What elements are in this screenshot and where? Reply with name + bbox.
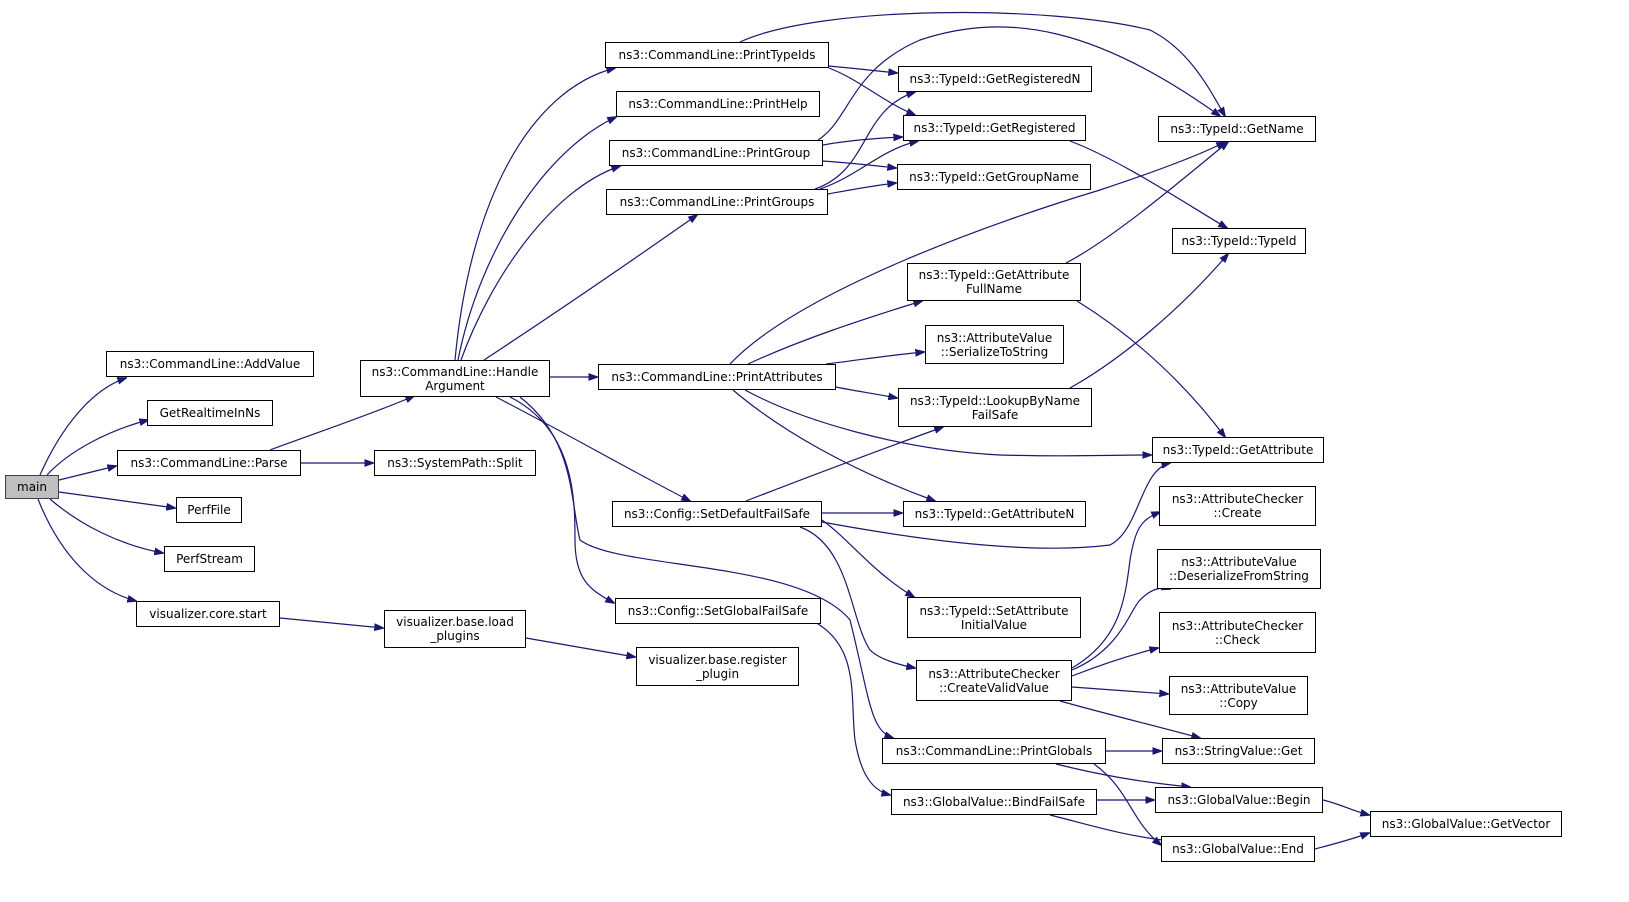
- node-getrealtimeinns[interactable]: GetRealtimeInNs: [147, 400, 273, 426]
- edge-printglobals-gvend: [1093, 763, 1161, 845]
- edge-printattributes-lookupbyname: [835, 386, 897, 398]
- node-config-setglobalfailsafe[interactable]: ns3::Config::SetGlobalFailSafe: [615, 598, 821, 624]
- node-commandline-printgroups[interactable]: ns3::CommandLine::PrintGroups: [606, 189, 828, 215]
- edge-main-perfstream: [49, 498, 163, 553]
- node-perfstream[interactable]: PerfStream: [164, 546, 255, 572]
- edge-printattributes-serializetostring: [825, 352, 924, 365]
- node-typeid-getname[interactable]: ns3::TypeId::GetName: [1158, 116, 1316, 142]
- edge-setglobalfs-bindfailsafe: [817, 623, 890, 795]
- edge-printattributes-getattributen: [732, 389, 935, 501]
- node-globalvalue-begin[interactable]: ns3::GlobalValue::Begin: [1155, 787, 1323, 813]
- node-systempath-split[interactable]: ns3::SystemPath::Split: [374, 450, 536, 476]
- edge-setdefaultfs-lookupbyname: [745, 427, 943, 502]
- edge-createvalid-checkercreate: [1071, 512, 1160, 669]
- edge-getregistered-typeid: [1069, 140, 1227, 228]
- edge-bindfailsafe-gvend: [1049, 814, 1170, 841]
- node-attributevalue-copy[interactable]: ns3::AttributeValue ::Copy: [1169, 676, 1308, 715]
- node-visualizer-core-start[interactable]: visualizer.core.start: [136, 601, 280, 627]
- node-commandline-printtypeids[interactable]: ns3::CommandLine::PrintTypeIds: [605, 42, 829, 68]
- node-stringvalue-get[interactable]: ns3::StringValue::Get: [1162, 738, 1315, 764]
- node-commandline-printgroup[interactable]: ns3::CommandLine::PrintGroup: [609, 140, 823, 166]
- edge-handlearg-printgroups: [483, 215, 697, 361]
- edge-main-getrealtime: [46, 420, 148, 476]
- edge-printgroups-getregistered: [819, 141, 918, 190]
- node-config-setdefaultfailsafe[interactable]: ns3::Config::SetDefaultFailSafe: [612, 501, 822, 527]
- node-commandline-handleargument[interactable]: ns3::CommandLine::Handle Argument: [360, 360, 550, 397]
- node-typeid-getregistered[interactable]: ns3::TypeId::GetRegistered: [903, 115, 1086, 141]
- edge-lookupbyname-typeid: [1069, 254, 1228, 389]
- node-typeid-getregisteredn[interactable]: ns3::TypeId::GetRegisteredN: [898, 66, 1092, 92]
- edge-printgroups-getgroupname: [827, 183, 896, 195]
- edge-main-vizstart: [37, 498, 136, 601]
- node-visualizer-base-register-plugin[interactable]: visualizer.base.register _plugin: [636, 647, 799, 686]
- node-typeid-lookupbynamefailsafe[interactable]: ns3::TypeId::LookupByName FailSafe: [898, 388, 1092, 427]
- edge-handlearg-printhelp: [457, 117, 616, 361]
- edge-vizstart-loadplugins: [279, 617, 383, 628]
- node-typeid-getattributen[interactable]: ns3::TypeId::GetAttributeN: [903, 501, 1086, 527]
- node-typeid-getattribute[interactable]: ns3::TypeId::GetAttribute: [1152, 437, 1324, 463]
- edge-handlearg-printglobals: [519, 396, 893, 738]
- edge-createvalid-checkercheck: [1071, 648, 1158, 677]
- edge-handlearg-printgroup: [460, 166, 620, 361]
- edge-main-addvalue: [39, 378, 126, 476]
- edge-gvbegin-getvector: [1322, 799, 1369, 815]
- edge-getattrfullname-getname: [1065, 142, 1228, 264]
- edge-printgroup-getname: [817, 26, 1220, 141]
- edge-printattributes-getattribute: [744, 389, 1151, 456]
- node-globalvalue-bindfailsafe[interactable]: ns3::GlobalValue::BindFailSafe: [891, 789, 1097, 815]
- node-attributechecker-create[interactable]: ns3::AttributeChecker ::Create: [1159, 486, 1316, 526]
- edge-main-parse: [58, 466, 116, 481]
- edge-parse-handlearg: [269, 396, 414, 451]
- node-globalvalue-getvector[interactable]: ns3::GlobalValue::GetVector: [1370, 811, 1562, 837]
- node-typeid-getgroupname[interactable]: ns3::TypeId::GetGroupName: [897, 164, 1091, 190]
- node-attributechecker-createvalidvalue[interactable]: ns3::AttributeChecker ::CreateValidValue: [916, 660, 1072, 701]
- edge-createvalid-valuecopy: [1071, 686, 1168, 694]
- edge-setdefaultfs-createvalid: [799, 526, 915, 668]
- edge-printattributes-getattrfullname: [747, 301, 922, 365]
- node-attributechecker-check[interactable]: ns3::AttributeChecker ::Check: [1159, 612, 1316, 653]
- node-typeid-typeid[interactable]: ns3::TypeId::TypeId: [1172, 228, 1306, 254]
- node-globalvalue-end[interactable]: ns3::GlobalValue::End: [1161, 836, 1315, 862]
- edge-main-perffile: [58, 491, 175, 508]
- edge-printgroup-getregistered: [822, 137, 902, 146]
- edge-printtypeids-getname: [739, 11, 1225, 116]
- edge-printglobals-gvbegin: [1055, 763, 1190, 787]
- edge-loadplugins-register: [525, 637, 635, 657]
- node-commandline-printattributes[interactable]: ns3::CommandLine::PrintAttributes: [598, 364, 836, 390]
- edge-handlearg-setglobalfs: [509, 396, 614, 603]
- edge-handlearg-setdefaultfs: [495, 396, 690, 501]
- edge-getattrfullname-getattribute: [1076, 300, 1225, 437]
- edge-setdefaultfs-getattribute: [821, 463, 1170, 549]
- edge-handlearg-printtypeids: [454, 68, 615, 361]
- edge-setdefaultfs-setattrinitial: [821, 519, 914, 597]
- node-commandline-addvalue[interactable]: ns3::CommandLine::AddValue: [106, 351, 314, 377]
- edge-printgroup-getgroupname: [822, 160, 896, 168]
- node-typeid-setattributeinitialvalue[interactable]: ns3::TypeId::SetAttribute InitialValue: [907, 597, 1081, 638]
- node-typeid-getattributefullname[interactable]: ns3::TypeId::GetAttribute FullName: [907, 263, 1081, 301]
- node-commandline-printglobals[interactable]: ns3::CommandLine::PrintGlobals: [882, 738, 1106, 764]
- node-commandline-parse[interactable]: ns3::CommandLine::Parse: [117, 450, 301, 476]
- edge-gvend-getvector: [1314, 833, 1369, 850]
- node-attributevalue-deserializefromstring[interactable]: ns3::AttributeValue ::DeserializeFromStr…: [1157, 549, 1321, 589]
- node-main: main: [5, 475, 59, 499]
- edge-printattributes-getname: [729, 142, 1225, 365]
- edge-printtypeids-getregisteredn: [828, 65, 897, 73]
- node-visualizer-base-load-plugins[interactable]: visualizer.base.load _plugins: [384, 610, 526, 648]
- node-commandline-printhelp[interactable]: ns3::CommandLine::PrintHelp: [616, 91, 820, 117]
- edge-createvalid-stringget: [1059, 700, 1200, 738]
- node-attributevalue-serializetostring[interactable]: ns3::AttributeValue ::SerializeToString: [925, 325, 1064, 364]
- edge-printgroups-getregisteredn: [814, 92, 915, 190]
- edge-printtypeids-getregistered: [828, 67, 915, 115]
- node-perffile[interactable]: PerfFile: [176, 497, 242, 523]
